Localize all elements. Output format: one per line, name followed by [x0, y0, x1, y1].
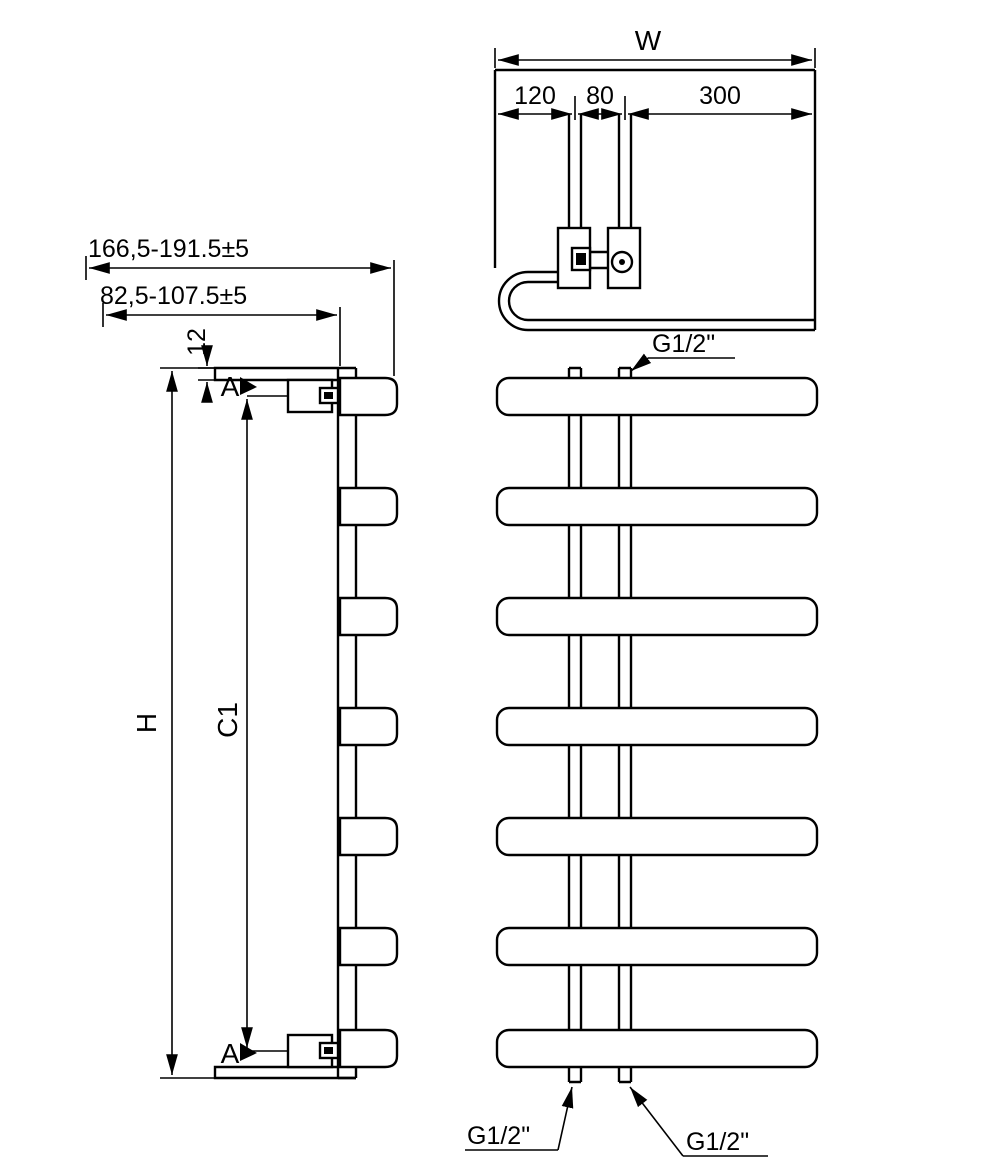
towel-bar-1 — [495, 376, 819, 417]
section-a-top-label: A — [221, 371, 240, 402]
dim-seg-80-label: 80 — [586, 82, 614, 110]
dim-outer-range-label: 166,5-191.5±5 — [88, 235, 249, 263]
top-bracket-plate — [213, 366, 356, 382]
fitting-bottom-left-leader — [557, 1086, 574, 1151]
towel-bar-end-6 — [338, 926, 399, 967]
towel-bar-4 — [495, 706, 819, 747]
valve-connector — [590, 250, 608, 270]
fitting-bottom-right-label: G1/2" — [686, 1128, 749, 1156]
dim-width-ext — [494, 48, 816, 68]
dim-c1-label: C1 — [212, 702, 243, 738]
fitting-bottom-left-label: G1/2" — [467, 1122, 530, 1150]
inlet-box — [493, 68, 817, 320]
towel-bar-end-7 — [338, 1028, 399, 1069]
top-bracket-screw-head — [324, 392, 333, 399]
valve-right-nut-center — [619, 259, 625, 265]
towel-bar-2 — [495, 486, 819, 527]
dim-segment-ticks — [574, 96, 626, 120]
bottom-bracket-screw-head — [324, 1047, 333, 1054]
dim-inner-range-label: 82,5-107.5±5 — [100, 282, 247, 310]
towel-bar-end-2 — [338, 486, 399, 527]
dim-c1-ext — [247, 395, 288, 1052]
towel-bar-6 — [495, 926, 819, 967]
bottom-bracket-plate — [213, 1065, 356, 1080]
towel-bar-end-4 — [338, 706, 399, 747]
towel-bar-5 — [495, 816, 819, 857]
dim-height-label: H — [131, 713, 162, 733]
section-a-bottom-label: A — [221, 1038, 240, 1069]
fitting-labels: G1/2" G1/2" G1/2" — [465, 330, 768, 1157]
side-dimensions: 166,5-191.5±5 82,5-107.5±5 12 H C1 A A — [85, 235, 395, 1079]
towel-bar-end-3 — [338, 596, 399, 637]
front-view: W 120 80 300 G1/2" — [465, 25, 819, 1157]
fitting-bottom-right-leader — [629, 1086, 684, 1157]
flex-hose — [497, 270, 817, 332]
dim-plate-thickness-ext — [198, 367, 215, 381]
fitting-top-label: G1/2" — [652, 330, 715, 358]
towel-bar-7 — [495, 1028, 819, 1069]
dim-seg-120-label: 120 — [514, 82, 556, 110]
dim-width-label: W — [635, 25, 662, 56]
fitting-top-leader — [630, 353, 652, 372]
section-a-top-arrow-icon — [240, 377, 257, 395]
dim-height-ext — [160, 367, 215, 1079]
side-view: 166,5-191.5±5 82,5-107.5±5 12 H C1 A A — [85, 235, 399, 1080]
towel-bar-3 — [495, 596, 819, 637]
towel-bar-end-5 — [338, 816, 399, 857]
section-a-bottom-arrow-icon — [240, 1043, 257, 1061]
inlet-pipes — [567, 114, 633, 228]
dim-outer-range-ext — [85, 256, 395, 376]
valve-left-detail-fill — [576, 253, 586, 265]
dim-inner-range-ext — [102, 303, 341, 366]
towel-bar-end-1 — [338, 376, 399, 417]
dim-seg-300-label: 300 — [699, 82, 741, 110]
